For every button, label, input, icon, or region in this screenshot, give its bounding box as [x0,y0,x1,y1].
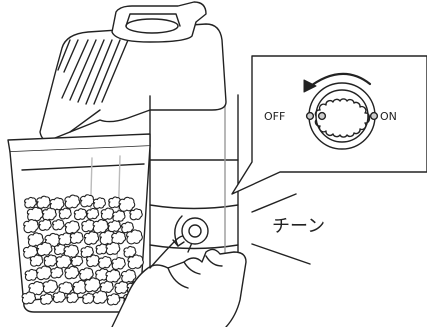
popcorn-kernel [43,280,57,293]
popcorn-kernel [71,256,82,266]
popcorn-kernel [37,266,52,280]
popcorn-kernel [84,232,98,245]
popcorn-kernel [56,255,71,268]
popcorn-kernel [30,255,43,266]
popcorn-kernel [127,230,143,244]
sound-effect-text: チーン [272,218,325,236]
popcorn-kernel [53,292,65,303]
popcorn-kernel [74,209,86,220]
popcorn-kernel [65,195,80,208]
popcorn-kernel [65,266,79,278]
popcorn-kernel [25,269,37,280]
popcorn-kernel [41,294,53,305]
popcorn-kernel [101,208,114,219]
popcorn-kernel [119,197,135,211]
off-label: OFF [264,111,285,122]
popcorn-kernel [115,282,129,294]
popcorn-kernel [67,293,78,303]
popcorn-kernel [87,255,100,267]
popcorn-kernel [51,267,63,278]
popcorn-kernel [43,208,57,220]
popcorn-kernel [128,255,143,269]
popcorn-kernel [107,294,120,305]
popcorn-pile [22,195,143,305]
popcorn-kernel [98,257,111,269]
popcorn-kernel [106,270,120,283]
popcorn-kernel [70,232,83,243]
popcorn-kernel [37,242,52,255]
popcorn-kernel [106,242,120,254]
popcorn-kernel [37,196,51,208]
popcorn-kernel [25,197,37,208]
popcorn-kernel [121,270,135,283]
popcorn-kernel [112,258,125,270]
popcorn-kernel [87,208,99,219]
on-label: ON [380,111,397,122]
popcorn-kernel [59,208,71,219]
popcorn-kernel [24,220,39,233]
popcorn-kernel [80,195,93,207]
popcorn-kernel [85,278,101,292]
popcorn-kernel [130,209,142,220]
popcorn-kernel [113,211,125,222]
popcorn-kernel [39,220,51,231]
popcorn-kernel [27,207,43,221]
popcorn-kernel [53,220,64,230]
popcorn-kernel [93,291,107,304]
popcorn-kernel [22,292,35,304]
popcorn-kernel [83,293,94,303]
measuring-cup-lid [112,2,206,42]
popcorn-kernel [44,255,57,266]
popcorn-kernel [108,221,120,232]
popcorn-kernel [93,198,105,209]
popcorn-kernel [96,244,107,254]
